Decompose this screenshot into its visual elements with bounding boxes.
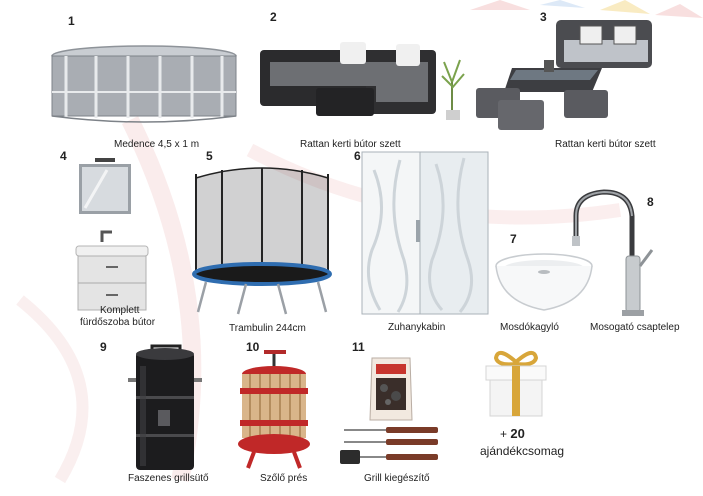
charcoal-bag-image <box>368 354 414 424</box>
bonus-label: ajándékcsomag <box>480 444 565 458</box>
rattan-sofa-image <box>256 36 468 122</box>
bonus-number: 20 <box>510 426 525 441</box>
trampoline-image <box>186 164 338 320</box>
shower-cabin-image <box>360 150 490 316</box>
item-number: 10 <box>246 340 260 354</box>
grill-tools-image <box>338 424 444 470</box>
item-number: 2 <box>270 10 277 24</box>
item-number: 1 <box>68 14 75 28</box>
rattan-set-image <box>472 14 660 132</box>
item-caption: Grill kiegészítő <box>364 473 430 484</box>
item-caption: Faszenes grillsütő <box>128 473 209 484</box>
item-caption: Medence 4,5 x 1 m <box>114 139 200 150</box>
item-number: 11 <box>352 340 365 354</box>
item-caption-line1: Komplett <box>100 305 140 316</box>
item-caption: Trambulin 244cm <box>229 323 306 334</box>
item-caption: Mosogató csaptelep <box>590 322 680 333</box>
pool-image <box>48 42 240 128</box>
bonus-prefix: + <box>500 427 508 441</box>
item-number: 7 <box>510 232 517 246</box>
item-number: 5 <box>206 149 213 163</box>
item-number: 4 <box>60 149 67 163</box>
gift-box-image <box>480 344 552 418</box>
grape-press-image <box>234 348 314 472</box>
item-caption: Mosdókagyló <box>500 322 559 333</box>
kitchen-faucet-image <box>566 186 662 318</box>
item-caption: Rattan kerti bútor szett <box>300 139 401 150</box>
item-caption: Szőlő prés <box>260 473 308 484</box>
bathroom-cabinet-image <box>74 228 150 314</box>
item-caption: Zuhanykabin <box>388 322 446 333</box>
item-caption-line2: fürdőszoba bútor <box>80 317 156 328</box>
charcoal-grill-image <box>128 338 202 472</box>
item-number: 9 <box>100 340 107 354</box>
item-number: 8 <box>647 195 654 209</box>
item-caption: Rattan kerti bútor szett <box>555 139 656 150</box>
item-number: 3 <box>540 10 547 24</box>
bonus-count: + 20 <box>500 426 525 441</box>
item-number: 6 <box>354 149 361 163</box>
wash-basin-image <box>494 250 594 314</box>
bathroom-mirror-image <box>77 158 133 218</box>
